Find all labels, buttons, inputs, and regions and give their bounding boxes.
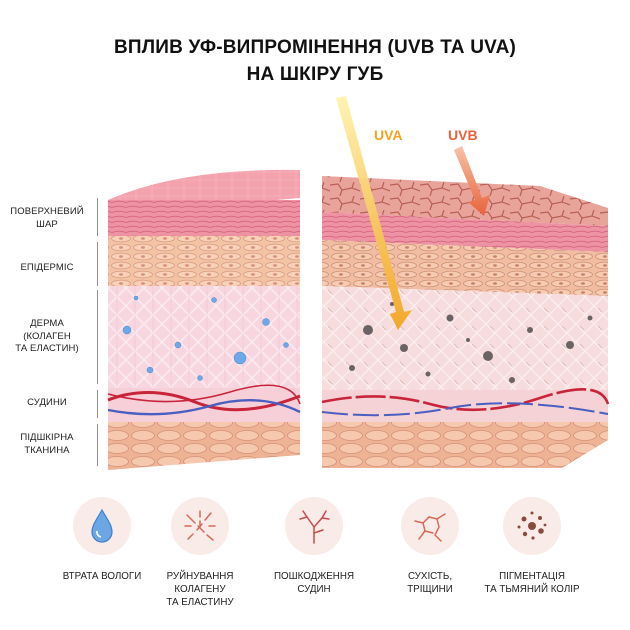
damaged-dermis	[322, 286, 608, 390]
damaged-subcutis	[322, 422, 608, 468]
healthy-epidermis	[108, 236, 300, 286]
layer-label-epidermis: ЕПІДЕРМІС	[20, 262, 74, 273]
uva-ray	[336, 96, 412, 330]
bracket-subcutis	[93, 424, 98, 466]
bracket-epidermis	[93, 242, 98, 286]
layer-label-subcutis: ПІДШКІРНА ТКАНИНА	[20, 432, 74, 456]
page-title: ВПЛИВ УФ-ВИПРОМІНЕННЯ (UVB ТА UVA) НА ШК…	[0, 34, 630, 88]
pigment-granules	[349, 302, 593, 383]
layer-label-vessels: СУДИНИ	[27, 397, 67, 408]
uvb-label: UVB	[448, 127, 478, 143]
layer-label-dermis: ДЕРМА (КОЛАГЕН ТА ЕЛАСТИН)	[15, 318, 79, 354]
title-line-1: ВПЛИВ УФ-ВИПРОМІНЕННЯ (UVB ТА UVA)	[113, 37, 517, 58]
damaged-surface-layer	[322, 212, 608, 252]
effect-caption-vessels: ПОШКОДЖЕННЯ СУДИН	[273, 571, 355, 595]
pigment-dots-icon	[503, 497, 561, 555]
moisture-droplets	[122, 295, 289, 381]
healthy-skin-block	[107, 169, 301, 470]
healthy-subcutis	[108, 422, 300, 470]
healthy-surface-layer	[108, 200, 300, 236]
damaged-surface-top	[322, 176, 608, 226]
effect-caption-pigmentation: ПІГМЕНТАЦІЯ ТА ТЬМЯНИЙ КОЛІР	[484, 571, 580, 595]
title-line-2: НА ШКІРУ ГУБ	[246, 64, 384, 85]
bracket-surface	[93, 198, 98, 236]
broken-fibers-icon	[171, 497, 229, 555]
effect-caption-collagen: РУЙНУВАННЯ КОЛАГЕНУ ТА ЕЛАСТИНУ	[166, 571, 234, 608]
bracket-vessels	[93, 390, 98, 418]
water-drop-icon	[73, 497, 131, 555]
damaged-vessels-icon	[285, 497, 343, 555]
effect-caption-dryness: СУХІСТЬ, ТРІЩИНИ	[407, 571, 453, 595]
uva-label: UVA	[374, 127, 403, 143]
damaged-skin-block	[321, 176, 610, 468]
healthy-dermis	[108, 286, 300, 388]
layer-label-surface: ПОВЕРХНЕВИЙ ШАР	[10, 206, 84, 230]
bracket-dermis	[93, 290, 98, 384]
uvb-ray	[454, 146, 490, 216]
cracks-icon	[401, 497, 459, 555]
effect-caption-moisture: ВТРАТА ВОЛОГИ	[62, 571, 142, 582]
